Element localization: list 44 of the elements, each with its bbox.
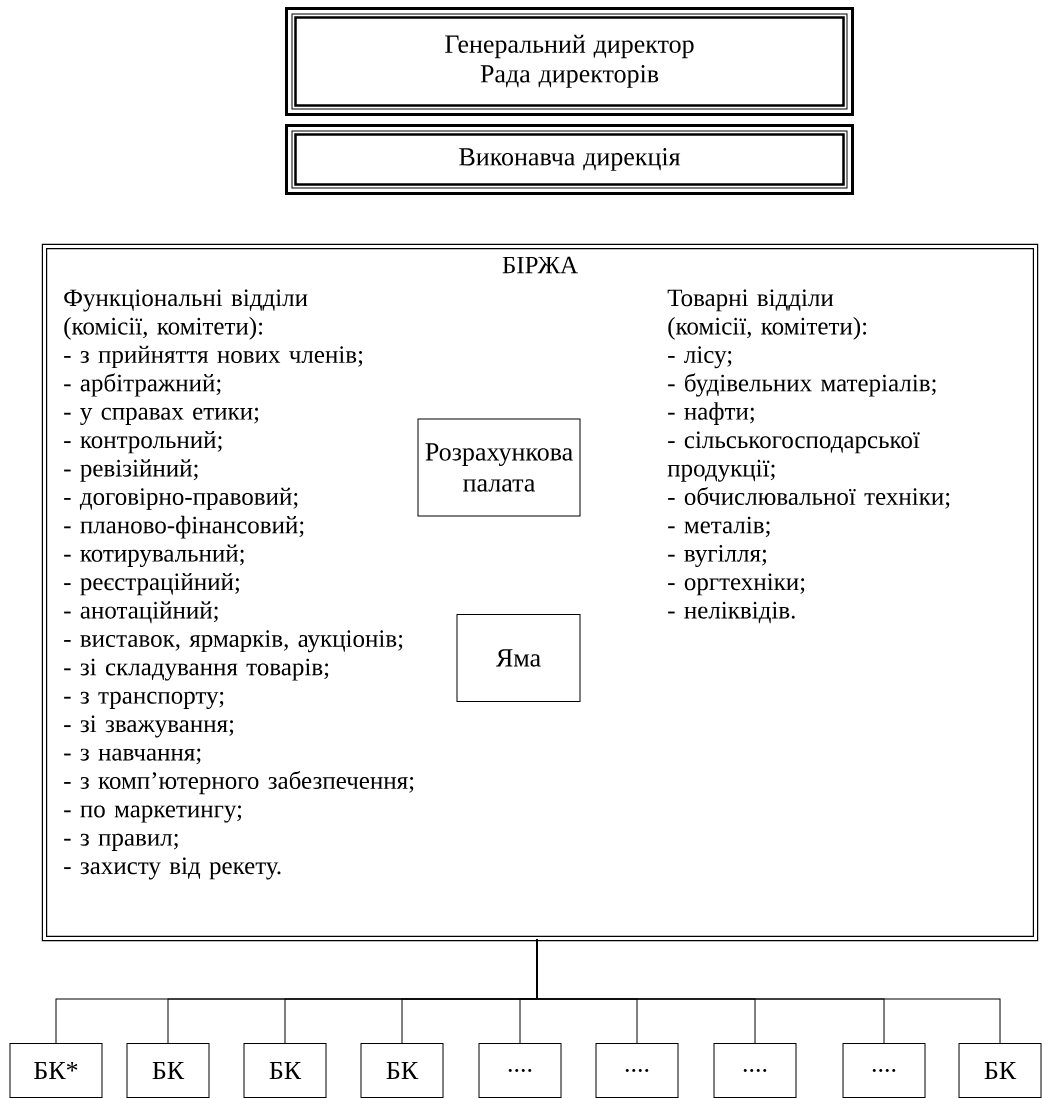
list-item: - ревізійний; [64,459,198,482]
list-item: - сільськогосподарської продукції; [667,431,920,482]
unit-box: Яма [456,614,581,702]
unit-box: БК* [9,1043,103,1098]
unit-box: БК [243,1043,327,1098]
list-item: - контрольний; [64,430,222,454]
list-item: - договірно-правовий; [64,487,298,511]
list-item: - по маркетингу; [64,805,242,823]
list-item: - зі складування товарів; [64,658,329,681]
list-item: - вугілля; [668,545,766,567]
list-item: - обчислювальної техніки; [668,486,950,509]
list-item: - з правил; [64,833,178,851]
list-item: - планово-фінансовий; [64,515,304,539]
framed-box: Виконавча дирекція [285,124,854,195]
list-item: - лісу; [668,346,732,369]
unit-box: .... [842,1043,926,1098]
list-item: - будівельних матеріалів; [668,373,936,397]
list-item: - з комп’ютерного забезпечення; [64,770,414,795]
list-item: - виставок, ярмарків, аукціонів; [64,630,403,653]
list-item: - зі зважування; [64,715,234,738]
list-heading: Функціональні відділи (комісії, комітети): [64,289,308,340]
list-item: - у справах етики; [64,407,259,425]
unit-box: Розрахункова палата [417,418,581,517]
list-item: - металів; [668,516,770,538]
list-item: - захисту від рекету. [64,857,281,880]
unit-box: .... [478,1043,562,1098]
list-item: - котирувальний; [64,544,244,567]
list-item: - з навчання; [64,748,201,765]
unit-box: БК [958,1043,1042,1098]
list-item: - реєстраційний; [64,572,239,596]
unit-box: .... [595,1043,679,1098]
unit-box: БК [360,1043,444,1098]
list-item: - з прийняття нових членів; [64,345,363,369]
list-heading: Товарні відділи (комісії, комітети): [667,289,867,340]
list-item: - арбітражний; [64,373,221,397]
list-item: - оргтехніки; [668,573,805,596]
list-item: - анотаційний; [64,601,218,624]
unit-box: БК [126,1043,210,1098]
connector [536,938,1001,1044]
list-item: - нафти; [668,402,754,425]
unit-box: .... [713,1043,797,1098]
list-item: - неліквідів. [668,601,795,624]
framed-box: Генеральний директор Рада директорів [285,7,854,116]
list-item: - з транспорту; [64,691,224,709]
